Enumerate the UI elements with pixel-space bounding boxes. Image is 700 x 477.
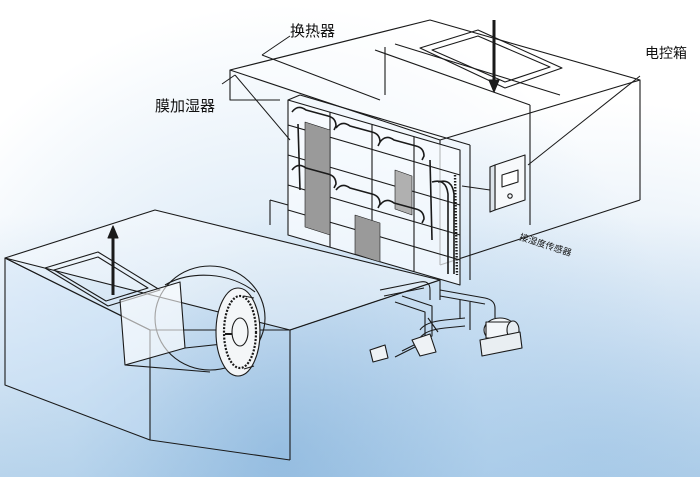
upper-air-inlet: [419, 20, 563, 93]
electric-control-box-shape: [461, 154, 526, 213]
heat-exchanger-label: 换热器: [290, 22, 336, 40]
coil-pipes: [291, 106, 455, 274]
electric-box-label: 电控箱: [645, 46, 687, 62]
upper-box: [229, 19, 641, 266]
membrane-humidifier-label: 膜加湿器: [155, 97, 216, 115]
fan-housing: [119, 265, 266, 377]
leader-lines: [221, 35, 641, 166]
water-pipe-system: [369, 281, 523, 363]
